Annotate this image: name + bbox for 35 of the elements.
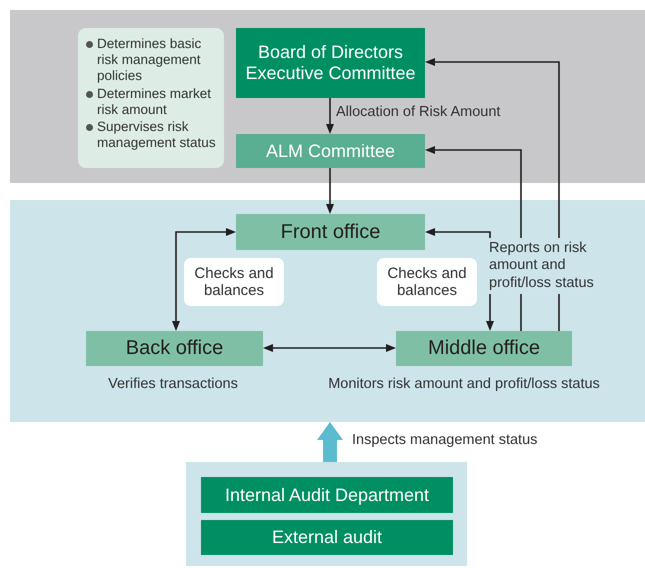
- group-panel: [10, 10, 645, 183]
- note-card: [78, 28, 224, 168]
- block-arrow: [317, 422, 343, 462]
- process-box: [86, 331, 263, 366]
- box-label: External audit: [272, 527, 382, 548]
- process-box: [236, 134, 425, 168]
- box-label: Front office: [280, 220, 380, 244]
- process-box: [201, 520, 453, 555]
- box-label: Checks and balances: [386, 264, 468, 300]
- bullet-text: Supervises risk management status: [97, 118, 217, 152]
- process-box: [396, 331, 572, 366]
- box-label: Middle office: [428, 337, 540, 360]
- box-label: Checks and balances: [193, 264, 275, 300]
- process-box: [201, 477, 453, 513]
- note-card: [184, 258, 284, 306]
- box-label: Executive Committee: [245, 63, 416, 84]
- box-label: ALM Committee: [266, 140, 396, 162]
- edge-label: Inspects management status: [352, 432, 538, 450]
- arrow: [172, 228, 236, 331]
- bullet-text: Determines market risk amount: [97, 86, 212, 118]
- box-label: Internal Audit Department: [224, 484, 430, 506]
- caption-text: Verifies transactions: [107, 376, 239, 392]
- note-card: [377, 258, 477, 306]
- arrow: [263, 344, 396, 352]
- caption-text: Monitors risk amount and profit/loss status: [327, 376, 601, 392]
- process-box: [236, 214, 425, 250]
- box-label: Board of Directors: [258, 42, 404, 63]
- arrow: [326, 168, 334, 214]
- group-panel: [186, 462, 467, 566]
- bullet-text: Determines basic risk management policies: [97, 36, 202, 85]
- arrow: [326, 98, 334, 134]
- edge-label: Allocation of Risk Amount: [336, 104, 502, 122]
- box-label: Back office: [126, 337, 224, 360]
- process-box: [236, 28, 425, 98]
- group-panel: [10, 200, 645, 422]
